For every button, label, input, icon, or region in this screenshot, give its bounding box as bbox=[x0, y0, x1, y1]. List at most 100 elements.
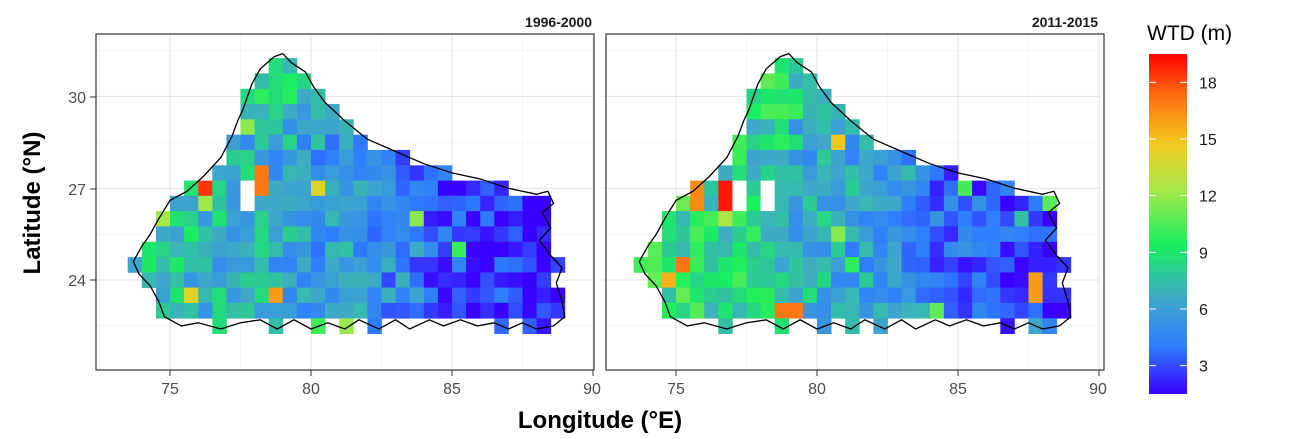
wtd-cell bbox=[282, 134, 298, 151]
wtd-cell bbox=[929, 180, 945, 197]
wtd-cell bbox=[972, 302, 987, 319]
wtd-cell bbox=[1014, 226, 1029, 243]
wtd-cell bbox=[184, 257, 199, 273]
wtd-cell bbox=[873, 241, 888, 258]
wtd-cell bbox=[452, 302, 467, 319]
wtd-cell bbox=[381, 180, 396, 197]
wtd-cell bbox=[1028, 272, 1043, 289]
wtd-cell bbox=[831, 226, 846, 243]
wtd-cell bbox=[311, 149, 326, 166]
wtd-cell bbox=[901, 180, 917, 197]
wtd-cell bbox=[704, 195, 719, 212]
wtd-cell bbox=[494, 302, 509, 319]
wtd-cell bbox=[212, 287, 227, 304]
wtd-cell bbox=[311, 226, 326, 243]
panel-2011-2015: 2011-2015 bbox=[602, 14, 1105, 371]
wtd-cell bbox=[268, 241, 284, 258]
wtd-cell bbox=[254, 195, 270, 212]
wtd-cell bbox=[732, 180, 747, 197]
wtd-cell bbox=[423, 287, 439, 304]
wtd-cell bbox=[788, 58, 804, 74]
x-tick-label-75-b: 75 bbox=[667, 381, 685, 398]
wtd-cell bbox=[859, 195, 874, 212]
wtd-cell bbox=[240, 302, 255, 319]
wtd-cell bbox=[452, 195, 467, 212]
wtd-cell bbox=[395, 149, 411, 166]
wtd-cell bbox=[873, 211, 888, 227]
wtd-cell bbox=[423, 272, 439, 289]
wtd-cell bbox=[282, 149, 298, 166]
wtd-cell bbox=[845, 195, 860, 212]
wtd-cell bbox=[296, 287, 312, 304]
wtd-cell bbox=[339, 287, 354, 304]
wtd-cell bbox=[831, 119, 846, 135]
wtd-cell bbox=[817, 195, 832, 212]
wtd-cell bbox=[508, 226, 523, 243]
wtd-cell bbox=[986, 195, 1001, 212]
wtd-cell bbox=[760, 287, 776, 304]
wtd-cell bbox=[452, 180, 467, 197]
wtd-cell bbox=[367, 257, 382, 273]
wtd-cell bbox=[972, 226, 987, 243]
wtd-cell bbox=[958, 287, 973, 304]
wtd-cell bbox=[1028, 287, 1043, 304]
wtd-cell bbox=[1000, 180, 1015, 197]
wtd-cell bbox=[325, 272, 340, 289]
wtd-cell bbox=[958, 180, 973, 197]
wtd-cell bbox=[732, 241, 747, 258]
wtd-cell bbox=[817, 88, 832, 105]
wtd-cell bbox=[268, 287, 284, 304]
y-axis: 30 27 24 bbox=[68, 90, 96, 290]
wtd-cell bbox=[353, 226, 368, 243]
wtd-cell bbox=[226, 226, 241, 243]
wtd-cell bbox=[466, 287, 481, 304]
wtd-cell bbox=[240, 241, 255, 258]
wtd-cell bbox=[901, 195, 917, 212]
wtd-cell bbox=[367, 180, 382, 197]
wtd-cell bbox=[296, 257, 312, 273]
wtd-cell bbox=[788, 180, 804, 197]
wtd-cell bbox=[339, 302, 354, 319]
wtd-cell bbox=[155, 241, 171, 258]
wtd-cell bbox=[296, 226, 312, 243]
wtd-cell bbox=[817, 226, 832, 243]
wtd-cell bbox=[647, 272, 663, 289]
wtd-cell bbox=[325, 134, 340, 151]
wtd-cell bbox=[831, 134, 846, 151]
wtd-cell bbox=[381, 302, 396, 319]
wtd-cell bbox=[718, 257, 733, 273]
wtd-cell bbox=[746, 226, 761, 243]
wtd-cell bbox=[395, 165, 411, 181]
wtd-cell bbox=[325, 180, 340, 197]
wtd-cell bbox=[788, 149, 804, 166]
wtd-cell bbox=[831, 180, 846, 197]
x-axis-2011: 75 80 85 90 bbox=[667, 370, 1107, 398]
wtd-cell bbox=[395, 302, 411, 319]
wtd-cell bbox=[845, 119, 860, 135]
x-tick-label-75-a: 75 bbox=[161, 381, 179, 398]
wtd-cell bbox=[466, 195, 481, 212]
wtd-cell bbox=[353, 165, 368, 181]
wtd-cell bbox=[282, 88, 298, 105]
wtd-cell bbox=[480, 211, 495, 227]
wtd-cell bbox=[508, 195, 523, 212]
wtd-cell bbox=[760, 104, 776, 120]
wtd-cell bbox=[661, 272, 677, 289]
wtd-cell bbox=[774, 180, 790, 197]
wtd-cell bbox=[522, 241, 537, 258]
wtd-cell bbox=[240, 211, 255, 227]
wtd-cell bbox=[522, 302, 537, 319]
wtd-cell bbox=[1000, 257, 1015, 273]
x-tick-label-85-b: 85 bbox=[949, 381, 967, 398]
wtd-cell bbox=[1042, 302, 1058, 319]
wtd-cell bbox=[254, 241, 270, 258]
wtd-cell bbox=[774, 134, 790, 151]
panel-title-2011: 2011-2015 bbox=[1032, 14, 1098, 30]
wtd-cell bbox=[661, 226, 677, 243]
wtd-cell bbox=[268, 211, 284, 227]
wtd-cell bbox=[690, 257, 705, 273]
wtd-cell bbox=[788, 88, 804, 105]
wtd-cell bbox=[311, 257, 326, 273]
wtd-cell bbox=[845, 241, 860, 258]
wtd-cell bbox=[198, 195, 213, 212]
